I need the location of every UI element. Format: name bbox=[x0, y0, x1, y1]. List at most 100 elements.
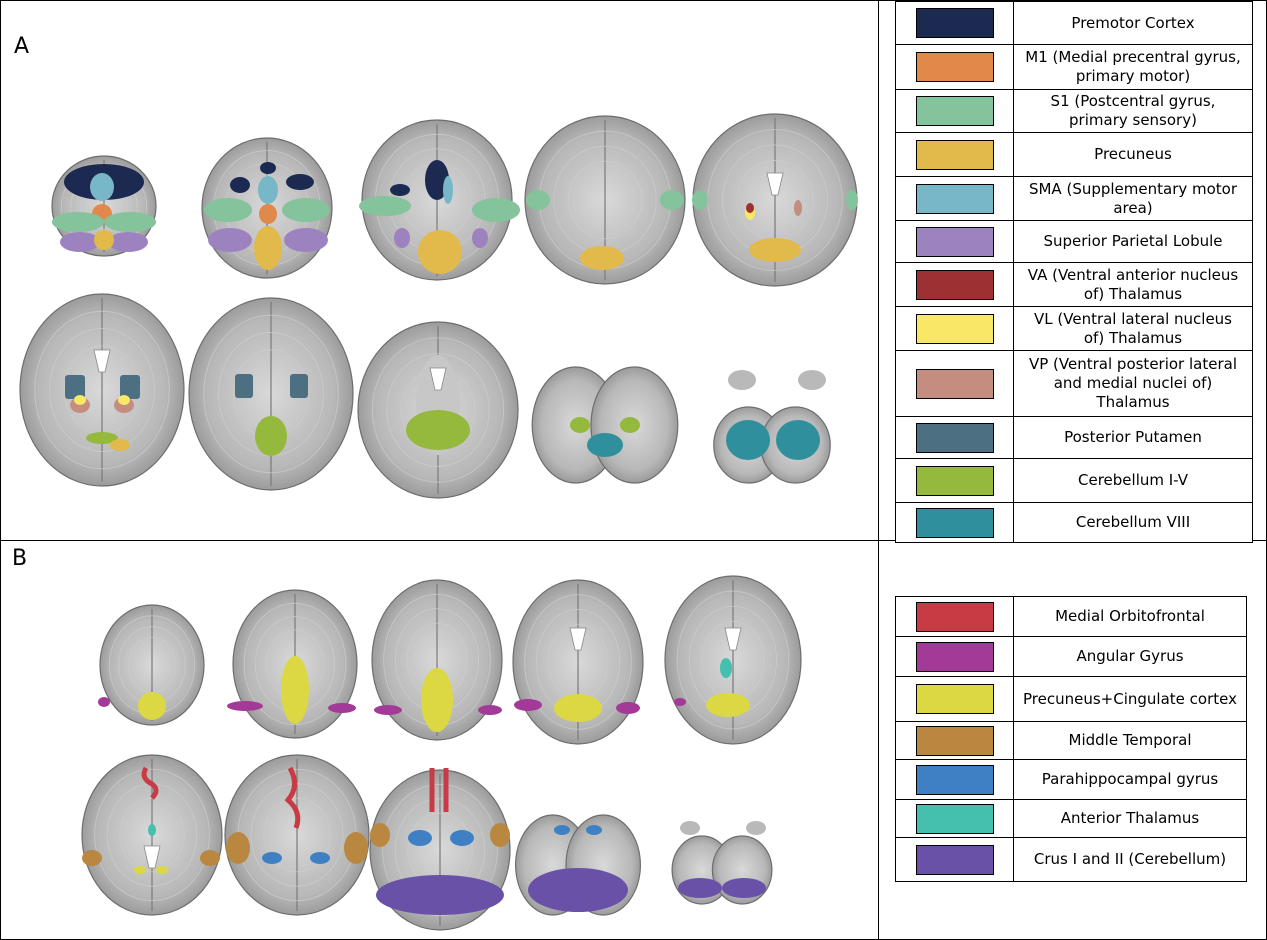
roi-region bbox=[284, 228, 328, 252]
column-divider bbox=[878, 0, 879, 940]
gyri-line bbox=[49, 328, 155, 452]
legend-swatch-cell bbox=[895, 176, 1014, 221]
legend-row: Crus I and II (Cerebellum) bbox=[895, 837, 1247, 882]
roi-region bbox=[554, 694, 602, 722]
brain-slices bbox=[19, 113, 858, 931]
roi-region bbox=[254, 226, 282, 270]
roi-region bbox=[230, 177, 250, 193]
roi-region bbox=[370, 823, 390, 847]
gyri-line bbox=[243, 602, 347, 726]
legend-row: Superior Parietal Lobule bbox=[895, 220, 1253, 263]
temporal-pole bbox=[746, 821, 766, 835]
gyri-line bbox=[371, 337, 505, 483]
legend-row: Precuneus+Cingulate cortex bbox=[895, 676, 1247, 722]
legend-swatch bbox=[915, 139, 994, 170]
roi-region bbox=[620, 417, 640, 433]
roi-region bbox=[720, 658, 732, 678]
legend-row: Posterior Putamen bbox=[895, 416, 1253, 459]
legend-label: SMA (Supplementary motor area) bbox=[1013, 176, 1253, 221]
legend-swatch-cell bbox=[895, 306, 1014, 351]
roi-region bbox=[472, 198, 520, 222]
gyri-line bbox=[263, 797, 331, 873]
legend-swatch bbox=[915, 507, 994, 538]
legend-swatch-cell bbox=[895, 1, 1014, 45]
roi-region bbox=[344, 832, 368, 864]
gyri-line bbox=[676, 590, 790, 730]
legend-swatch-cell bbox=[895, 837, 1014, 882]
legend-label: Cerebellum I-V bbox=[1013, 458, 1253, 503]
legend-swatch bbox=[915, 725, 994, 756]
roi-region bbox=[678, 878, 722, 898]
legend-label: VP (Ventral posterior lateral and medial… bbox=[1013, 350, 1253, 417]
roi-region bbox=[94, 230, 114, 250]
legend-swatch bbox=[915, 422, 994, 453]
roi-region bbox=[290, 374, 308, 398]
roi-region bbox=[86, 432, 118, 444]
roi-region bbox=[260, 162, 276, 174]
legend-label: Precuneus bbox=[1013, 132, 1253, 177]
legend-label: Middle Temporal bbox=[1013, 721, 1247, 760]
roi-region bbox=[141, 766, 159, 800]
gyri-line bbox=[382, 783, 498, 917]
temporal-pole bbox=[680, 821, 700, 835]
legend-swatch bbox=[915, 96, 994, 126]
roi-region bbox=[580, 246, 624, 270]
legend-swatch bbox=[915, 641, 994, 672]
roi-region bbox=[227, 701, 263, 711]
roi-region bbox=[282, 198, 330, 222]
legend-swatch bbox=[915, 764, 994, 795]
gyri-line bbox=[524, 594, 632, 730]
roi-region bbox=[310, 852, 330, 864]
roi-region bbox=[706, 693, 750, 717]
legend-swatch-cell bbox=[895, 220, 1014, 263]
roi-region bbox=[134, 866, 146, 874]
roi-region bbox=[746, 203, 754, 213]
roi-region bbox=[490, 823, 510, 847]
roi-region bbox=[749, 238, 801, 262]
legend-label: Anterior Thalamus bbox=[1013, 799, 1247, 838]
legend-row: Angular Gyrus bbox=[895, 636, 1247, 677]
gyri-line bbox=[386, 353, 490, 467]
legend-swatch-cell bbox=[895, 350, 1014, 417]
legend-swatch bbox=[915, 601, 994, 632]
temporal-pole bbox=[728, 370, 756, 390]
roi-region bbox=[514, 699, 542, 711]
roi-region bbox=[52, 212, 104, 232]
roi-region bbox=[726, 420, 770, 460]
legend-swatch-cell bbox=[895, 89, 1014, 133]
brain-slice bbox=[224, 754, 370, 916]
roi-region bbox=[110, 439, 130, 451]
legend-swatch bbox=[915, 844, 994, 875]
gyri-line bbox=[94, 768, 210, 902]
roi-region bbox=[82, 850, 102, 866]
legend-row: Medial Orbitofrontal bbox=[895, 596, 1247, 637]
roi-region bbox=[722, 878, 766, 898]
roi-region bbox=[60, 232, 100, 252]
legend-swatch bbox=[915, 684, 994, 714]
legend-label: M1 (Medial precentral gyrus, primary mot… bbox=[1013, 44, 1253, 90]
ventricle bbox=[724, 627, 742, 651]
legend-row: Middle Temporal bbox=[895, 721, 1247, 760]
roi-region bbox=[118, 395, 130, 405]
gyri-line bbox=[203, 314, 339, 474]
legend-row: SMA (Supplementary motor area) bbox=[895, 176, 1253, 221]
roi-region bbox=[776, 420, 820, 460]
roi-region bbox=[208, 228, 252, 252]
brain-slice bbox=[664, 575, 802, 745]
roi-region bbox=[235, 374, 253, 398]
roi-region bbox=[528, 868, 628, 912]
legend-row: M1 (Medial precentral gyrus, primary mot… bbox=[895, 44, 1253, 90]
legend-label: Posterior Putamen bbox=[1013, 416, 1253, 459]
cerebellum-slice bbox=[531, 366, 679, 484]
legend-row: Anterior Thalamus bbox=[895, 799, 1247, 838]
roi-region bbox=[429, 768, 449, 812]
roi-region bbox=[570, 417, 590, 433]
roi-region bbox=[408, 830, 432, 846]
roi-region bbox=[148, 824, 156, 836]
panel-divider bbox=[0, 540, 1267, 541]
legend-swatch-cell bbox=[895, 721, 1014, 760]
roi-region bbox=[255, 416, 287, 456]
